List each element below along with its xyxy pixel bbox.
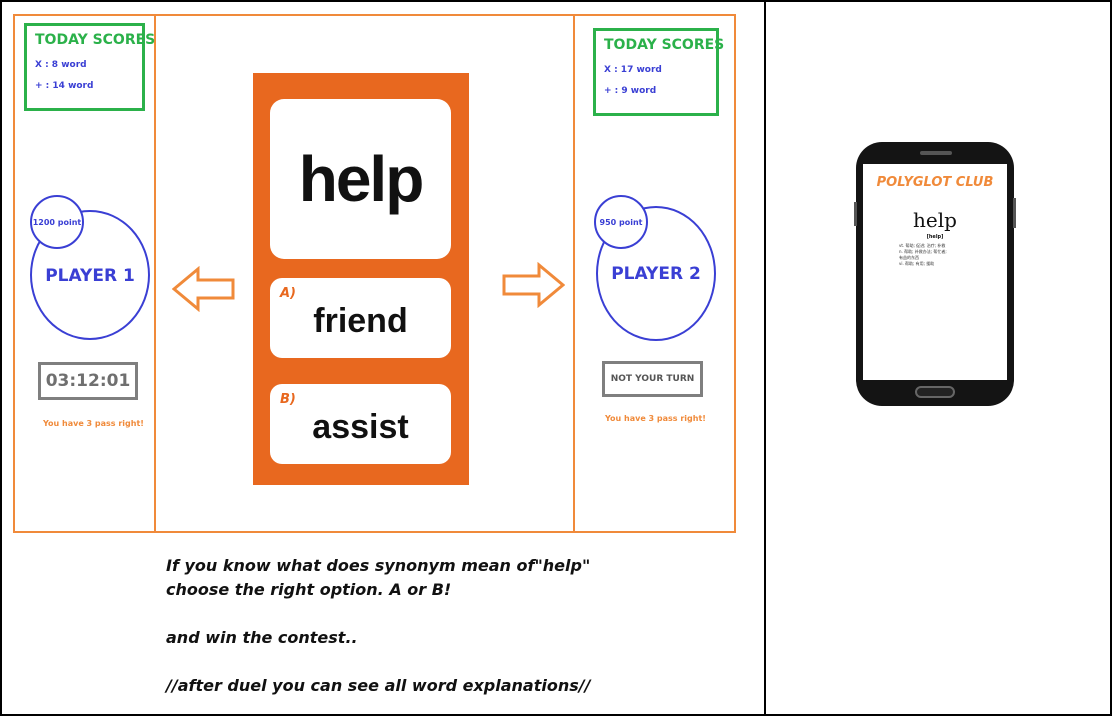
question-word: help xyxy=(298,143,425,215)
phone-phonetic: [help] xyxy=(926,234,944,240)
word-card: help A) friend B) assist xyxy=(253,73,469,485)
definition-line: 有益的东西 xyxy=(899,255,919,260)
option-b-word: assist xyxy=(312,408,409,446)
player1-name: PLAYER 1 xyxy=(45,266,135,286)
arrow-right-icon xyxy=(502,262,565,308)
phone-mockup: POLYGLOT CLUB help [help] vt. 帮助; 促进; 治疗… xyxy=(854,142,1016,406)
phone-word: help xyxy=(913,208,957,232)
phone-definitions: vt. 帮助; 促进; 治疗; 补救 n. 帮助; 补救办法; 帮忙者; 有益的… xyxy=(899,243,947,267)
instruction-line: and win the contest.. xyxy=(166,628,358,647)
score-x-count: X : 17 word xyxy=(604,65,662,75)
instructions-text: If you know what does synonym mean of"he… xyxy=(166,554,590,698)
score-x-count: X : 8 word xyxy=(35,60,87,70)
app-title: POLYGLOT CLUB xyxy=(876,175,994,190)
player2-turn-status: NOT YOUR TURN xyxy=(602,361,703,397)
player2-points-badge: 950 point xyxy=(594,195,648,249)
score-plus-count: + : 9 word xyxy=(604,86,657,96)
arrow-left-icon xyxy=(172,266,235,312)
option-a-letter: A) xyxy=(280,286,297,301)
option-a-button[interactable]: A) friend xyxy=(270,278,451,358)
option-b-letter: B) xyxy=(280,392,296,407)
player2-name: PLAYER 2 xyxy=(611,264,701,284)
question-word-panel: help xyxy=(270,99,451,259)
player2-today-scores: TODAY SCORES X : 17 word + : 9 word xyxy=(593,28,725,116)
definition-line: vi. 帮助; 有用; 援助 xyxy=(899,261,935,266)
player2-pass-rights: You have 3 pass right! xyxy=(605,414,706,423)
instruction-line: choose the right option. A or B! xyxy=(166,580,452,599)
score-plus-count: + : 14 word xyxy=(35,81,94,91)
home-button[interactable] xyxy=(915,386,955,398)
option-a-word: friend xyxy=(313,302,408,340)
today-scores-title: TODAY SCORES xyxy=(604,37,725,53)
player2-avatar-circle: PLAYER 2 xyxy=(596,206,716,341)
player2-panel xyxy=(573,14,736,533)
phone-preview-panel xyxy=(764,0,1112,716)
definition-line: n. 帮助; 补救办法; 帮忙者; xyxy=(899,249,947,254)
option-b-button[interactable]: B) assist xyxy=(270,384,451,464)
player1-pass-rights: You have 3 pass right! xyxy=(43,419,144,428)
phone-screen: POLYGLOT CLUB help [help] vt. 帮助; 促进; 治疗… xyxy=(863,164,1007,380)
definition-line: vt. 帮助; 促进; 治疗; 补救 xyxy=(899,243,946,248)
today-scores-title: TODAY SCORES xyxy=(35,32,156,48)
instruction-line: //after duel you can see all word explan… xyxy=(166,676,591,695)
instruction-line: If you know what does synonym mean of"he… xyxy=(166,556,591,575)
player1-points-badge: 1200 point xyxy=(30,195,84,249)
player1-avatar-circle: PLAYER 1 xyxy=(30,210,150,340)
player1-today-scores: TODAY SCORES X : 8 word + : 14 word xyxy=(24,23,156,111)
player1-timer: 03:12:01 xyxy=(38,362,138,400)
phone-speaker xyxy=(920,151,952,155)
